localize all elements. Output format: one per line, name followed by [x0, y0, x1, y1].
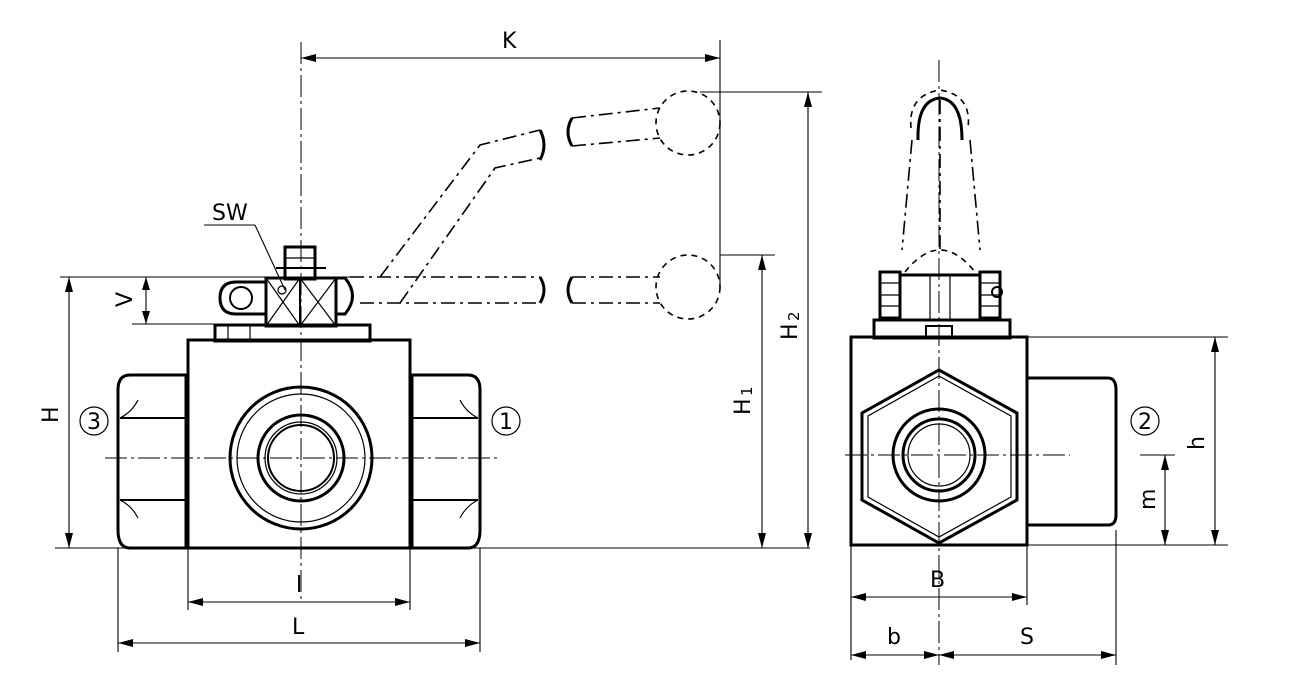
label-l: l: [296, 573, 302, 598]
side-view: [845, 60, 1118, 665]
handle-open: [379, 90, 721, 304]
label-SW: SW: [212, 201, 248, 226]
side-dimensions: 2 h m B b S: [850, 336, 1228, 665]
stem-assembly: [218, 245, 354, 328]
label-V: V: [113, 292, 138, 307]
label-H1-sub: 1: [738, 386, 756, 396]
label-b: b: [887, 625, 901, 650]
label-port-3: 3: [87, 410, 101, 435]
front-dimensions: K SW V H H 1 H 2 3: [39, 29, 822, 652]
valve-body: [186, 338, 412, 550]
label-port-1: 1: [499, 410, 513, 435]
handle-closed: [350, 254, 721, 320]
label-B: B: [930, 568, 945, 593]
label-H: H: [39, 406, 64, 423]
label-L: L: [292, 615, 305, 640]
label-K: K: [502, 29, 517, 54]
label-m: m: [1136, 489, 1161, 510]
label-H2-sub: 2: [785, 311, 803, 321]
label-port-2: 2: [1138, 410, 1152, 435]
right-port-nut: [410, 373, 482, 550]
label-S: S: [1020, 625, 1034, 650]
left-port-nut: [116, 373, 188, 550]
label-H1: H: [731, 398, 756, 415]
label-H2: H: [778, 323, 803, 340]
front-view: [105, 42, 721, 600]
label-h: h: [1185, 436, 1210, 450]
